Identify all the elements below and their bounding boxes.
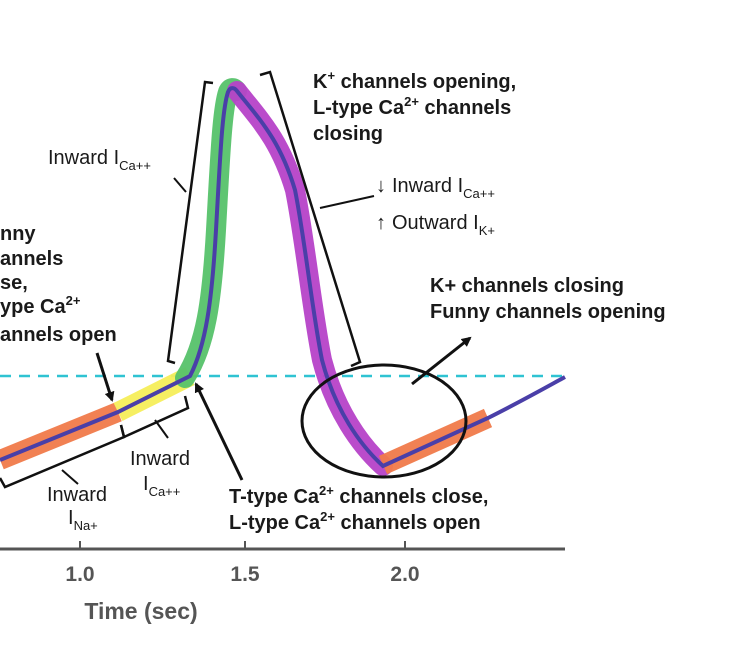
k-opening-line2: L-type Ca2+ channels	[313, 94, 511, 119]
x-tick-label-1-0: 1.0	[65, 563, 94, 586]
funny-open-line4: ype Ca2+	[0, 293, 81, 318]
repolarization-leader	[319, 195, 375, 209]
funny-phase-ellipse	[300, 363, 468, 479]
inward-ca-upstroke-leader	[173, 177, 187, 193]
inward-na-line2: INa+	[68, 507, 98, 533]
k-closing-line1: K+ channels closing	[430, 275, 624, 297]
ltype-calcium-phase-band	[175, 78, 247, 388]
upstroke-bracket	[166, 80, 214, 365]
inward-na-line1: Inward	[47, 484, 107, 506]
k-opening-line3: closing	[313, 123, 383, 145]
ttype-close-line1: T-type Ca2+ channels close,	[229, 483, 488, 508]
sodium-label-leader	[61, 469, 79, 485]
ttype-close-label: T-type Ca2+ channels close, L-type Ca2+ …	[229, 483, 488, 534]
funny-open-line3: se,	[0, 272, 28, 294]
inward-na-label: Inward INa+	[47, 484, 107, 533]
k-closing-arrow	[411, 336, 472, 386]
inward-ca-upstroke-label: Inward ICa++	[48, 147, 151, 173]
funny-open-line5: annels open	[0, 324, 117, 346]
inward-ca-slow-line1: Inward	[130, 448, 190, 470]
x-tick-label-1-5: 1.5	[230, 563, 260, 586]
x-axis-title: Time (sec)	[84, 598, 197, 624]
funny-open-line2: annels	[0, 248, 63, 270]
ttype-close-arrow	[194, 382, 244, 481]
funny-open-label: nny annels se, ype Ca2+ annels open	[0, 223, 117, 346]
inward-ca-slow-line2: ICa++	[143, 473, 180, 499]
funny-open-arrow	[95, 352, 115, 402]
funny-open-line1: nny	[0, 223, 36, 245]
k-closing-label: K+ channels closing Funny channels openi…	[430, 275, 666, 323]
increasing-outward-k-label: ↑Outward IK+	[376, 212, 495, 238]
repolarization-bracket	[259, 70, 362, 368]
ttype-close-line2: L-type Ca2+ channels open	[229, 509, 481, 534]
inward-ca-slow-label: Inward ICa++	[130, 448, 190, 499]
decreasing-inward-ca-label: ↓Inward ICa++	[376, 175, 495, 201]
slow-ca-label-leader	[154, 419, 169, 439]
k-closing-line2: Funny channels opening	[430, 301, 666, 323]
membrane-potential-trace	[0, 86, 566, 469]
k-opening-label: K+ channels opening, L-type Ca2+ channel…	[313, 68, 516, 145]
k-opening-line1: K+ channels opening,	[313, 68, 516, 93]
x-tick-label-2-0: 2.0	[390, 563, 419, 586]
